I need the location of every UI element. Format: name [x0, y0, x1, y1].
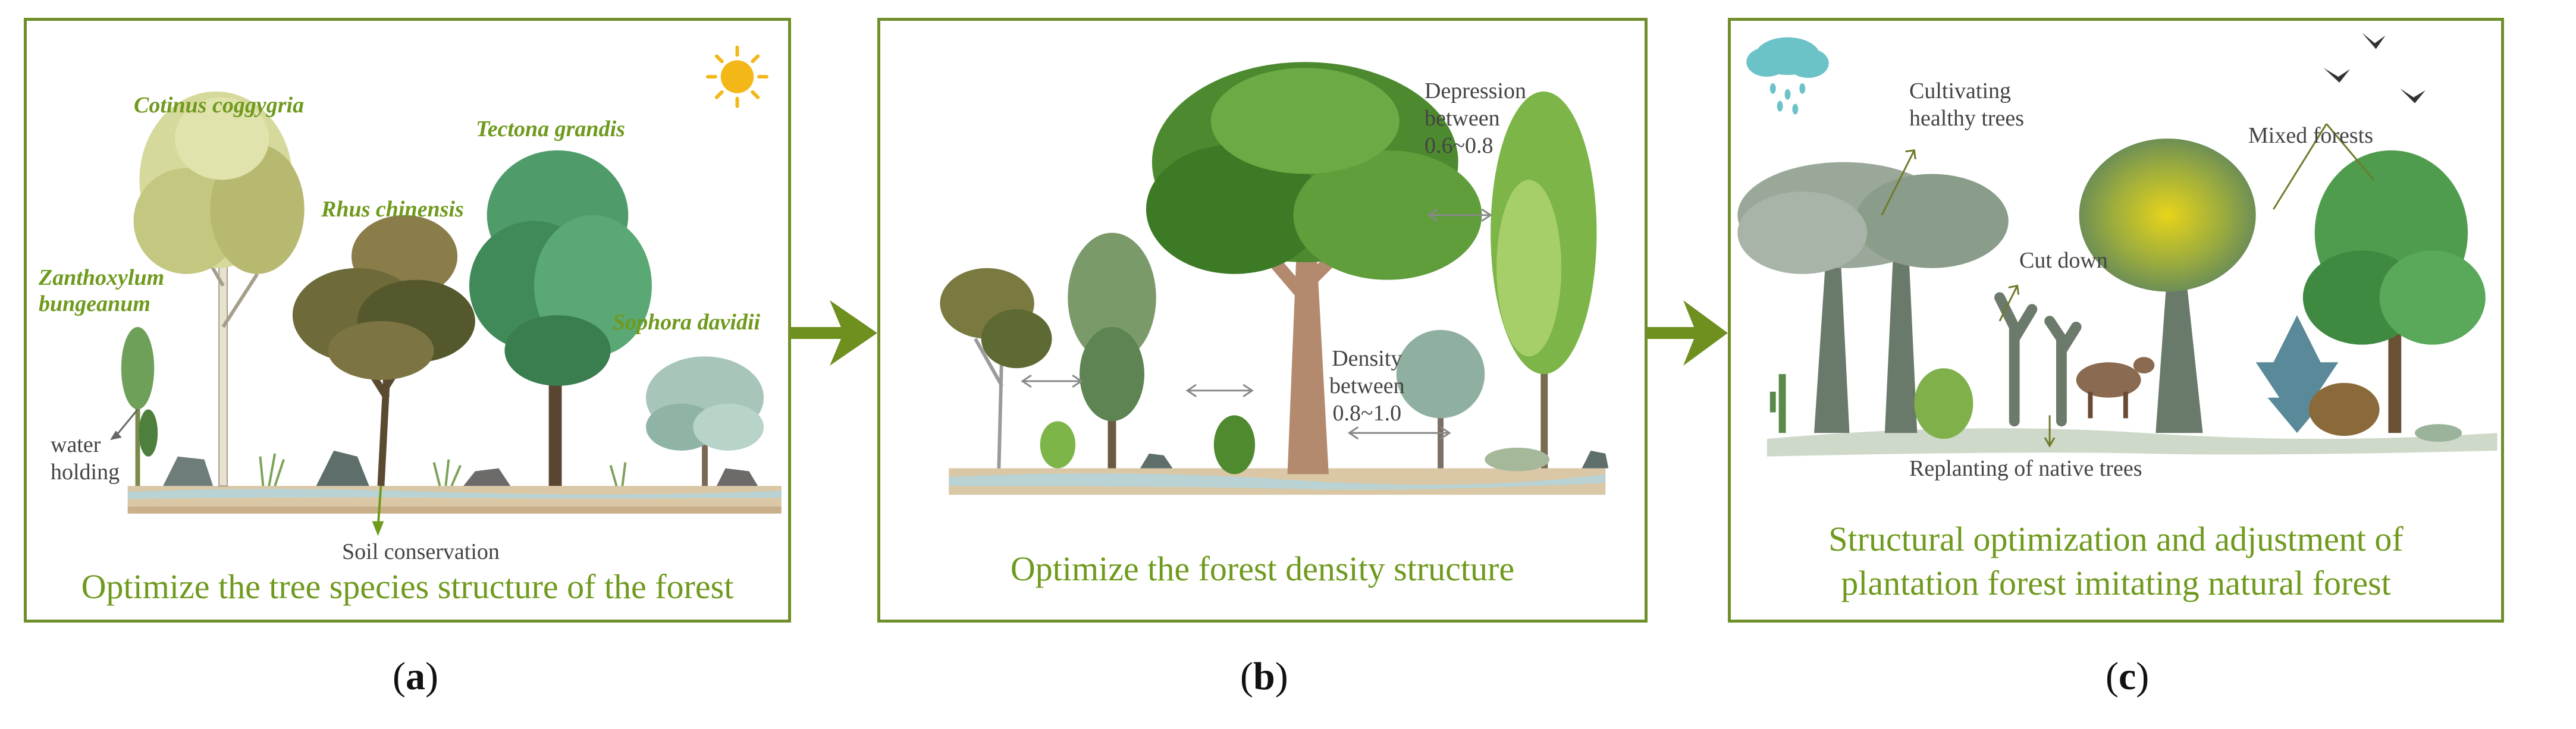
mixed-forest-tree: [2302, 150, 2486, 433]
conifer-tree: [1068, 232, 1156, 469]
arrow-b-to-c-icon: [1648, 300, 1728, 366]
deer: [2076, 357, 2155, 419]
label-replanting: Replanting of native trees: [1909, 456, 2142, 481]
label-mixed-forests: Mixed forests: [2248, 123, 2374, 148]
tall-tree-right: [1491, 91, 1597, 469]
panel-b: Depression between 0.6~0.8 Density betwe…: [877, 18, 1648, 623]
rhus-tree: [292, 215, 475, 486]
cotinus-tree: [133, 91, 305, 487]
panel-c: Cultivating healthy trees Mixed forests …: [1728, 18, 2504, 623]
label-cotinus: Cotinus coggygria: [134, 93, 305, 118]
subfigure-label-c: (c): [2106, 655, 2150, 698]
label-water-holding: water holding: [51, 432, 120, 485]
label-cultivating: Cultivating healthy trees: [1909, 78, 2025, 131]
ground-plants: [1040, 415, 1609, 475]
caption-b: Optimize the forest density structure: [1010, 549, 1515, 588]
panel-a-illustration: [109, 45, 782, 536]
gray-tree: [1737, 162, 2009, 433]
label-soil-conservation: Soil conservation: [342, 539, 500, 564]
ground-strip: [949, 468, 1606, 495]
central-tree: [1146, 62, 1482, 475]
panel-b-illustration: [940, 62, 1609, 495]
birds-icon: [2323, 32, 2426, 103]
glowing-tree: [2079, 139, 2256, 433]
spacing-arrows: [1021, 208, 1492, 440]
sophora-tree: [646, 356, 764, 486]
water-arrow: [115, 409, 139, 437]
panel-c-illustration: [1737, 32, 2497, 457]
tectona-tree: [469, 150, 652, 486]
sun-icon: [706, 45, 768, 108]
subfigure-label-a: (a): [393, 655, 438, 698]
label-density: Density between 0.8~1.0: [1329, 346, 1405, 426]
ground-strip: [127, 486, 782, 514]
annotation-arrows: [1881, 123, 2374, 448]
shrubs: [1769, 368, 2462, 442]
dead-stumps: [1994, 292, 2082, 427]
rain-cloud-icon: [1746, 37, 1829, 115]
label-cut-down: Cut down: [2019, 248, 2108, 273]
label-tectona: Tectona grandis: [476, 117, 625, 142]
label-sophora: Sophora davidii: [613, 310, 761, 335]
caption-c: Structural optimization and adjustment o…: [1828, 520, 2404, 602]
panel-a: Cotinus coggygria Rhus chinensis Tectona…: [24, 18, 791, 623]
caption-a: Optimize the tree species structure of t…: [81, 567, 734, 606]
small-tree-mid-right: [1396, 329, 1485, 469]
grass: [259, 453, 627, 487]
soil-arrow: [376, 486, 382, 527]
zanthoxylum-tree: [121, 326, 158, 486]
rocks: [163, 450, 758, 486]
small-tree-left: [940, 268, 1052, 469]
label-zanthoxylum: Zanthoxylum bungeanum: [39, 265, 165, 316]
label-depression: Depression between 0.6~0.8: [1425, 78, 1526, 158]
ground-strip: [1767, 428, 2497, 457]
label-rhus: Rhus chinensis: [321, 197, 464, 222]
arrow-a-to-b-icon: [791, 300, 877, 366]
subfigure-label-b: (b): [1240, 655, 1288, 698]
